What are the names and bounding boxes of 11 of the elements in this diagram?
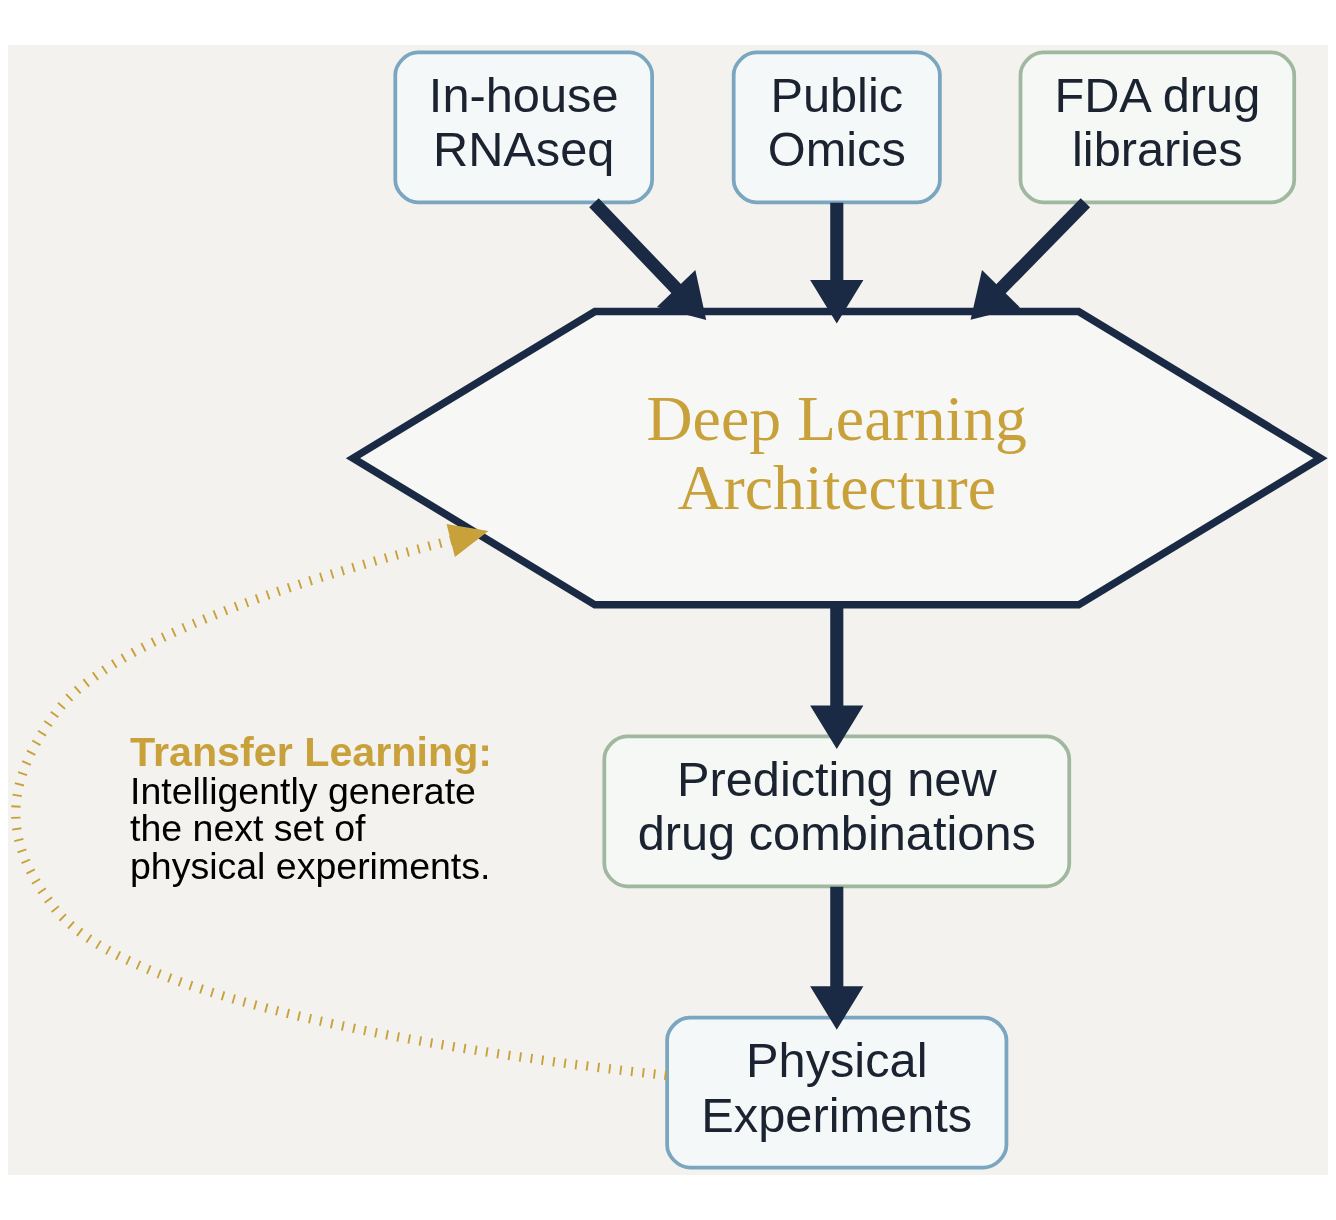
node-box: FDA drug libraries bbox=[1018, 50, 1297, 205]
arrow bbox=[11, 523, 667, 1080]
arrow bbox=[810, 202, 864, 324]
arrow bbox=[589, 198, 707, 320]
node-box: Public Omics bbox=[731, 50, 942, 205]
node-box: Physical Experiments bbox=[665, 1015, 1009, 1170]
arrow bbox=[810, 886, 864, 1030]
node-box: In-house RNAseq bbox=[393, 50, 654, 205]
arrow bbox=[810, 605, 864, 749]
node-box: Predicting new drug combinations bbox=[602, 734, 1072, 889]
arrow bbox=[970, 198, 1091, 320]
